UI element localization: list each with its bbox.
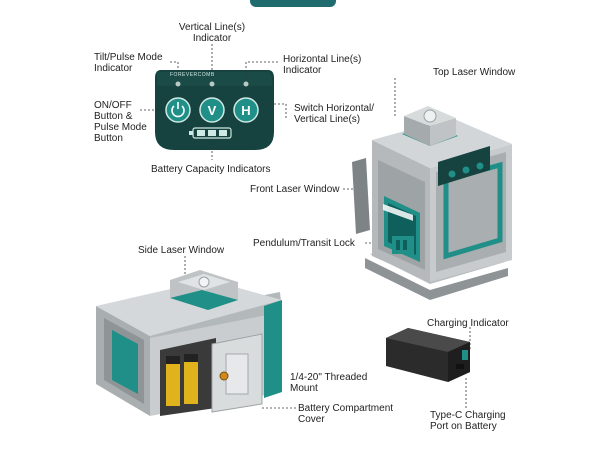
vertical-indicator-dot [209,81,215,87]
side-laser-window-label: Side Laser Window [138,245,225,256]
charging-indicator-label: Charging Indicator [427,318,509,329]
typec-port-label: Type-C Charging Port on Battery [430,410,506,432]
horizontal-button[interactable] [233,97,259,123]
pendulum-lock-label: Pendulum/Transit Lock [253,238,355,249]
h-key-label: H [241,103,251,118]
threaded-mount-icon [219,371,229,381]
top-laser-window-label: Top Laser Window [433,67,516,78]
laser-level-front-view [352,106,512,300]
onoff-button-label: ON/OFF Button & Pulse Mode Button [94,100,147,144]
power-button[interactable] [165,97,191,123]
v-key-label: V [207,103,217,118]
switch-lines-label: Switch Horizontal/ Vertical Line(s) [294,103,375,125]
front-laser-window-label: Front Laser Window [250,184,340,195]
tilt-indicator-dot [175,81,181,87]
vertical-line-indicator-label: Vertical Line(s) Indicator [178,22,246,44]
vertical-button[interactable] [199,97,225,123]
horizontal-indicator-dot [243,81,249,87]
brand-logo: FOREVERCOMB [170,72,215,78]
charging-indicator-light [462,350,468,360]
laser-level-bottom-view [96,270,282,416]
horizontal-line-indicator-label: Horizontal Line(s) Indicator [283,54,362,76]
tilt-pulse-indicator-label: Tilt/Pulse Mode Indicator [94,52,163,74]
battery-capacity-label: Battery Capacity Indicators [151,164,271,175]
threaded-mount-label: 1/4-20" Threaded Mount [290,372,368,394]
power-icon [171,105,185,118]
battery-cover-label: Battery Compartment Cover [298,403,394,425]
control-panel [155,70,274,150]
header-tab [250,0,336,7]
battery-pack [386,328,470,382]
